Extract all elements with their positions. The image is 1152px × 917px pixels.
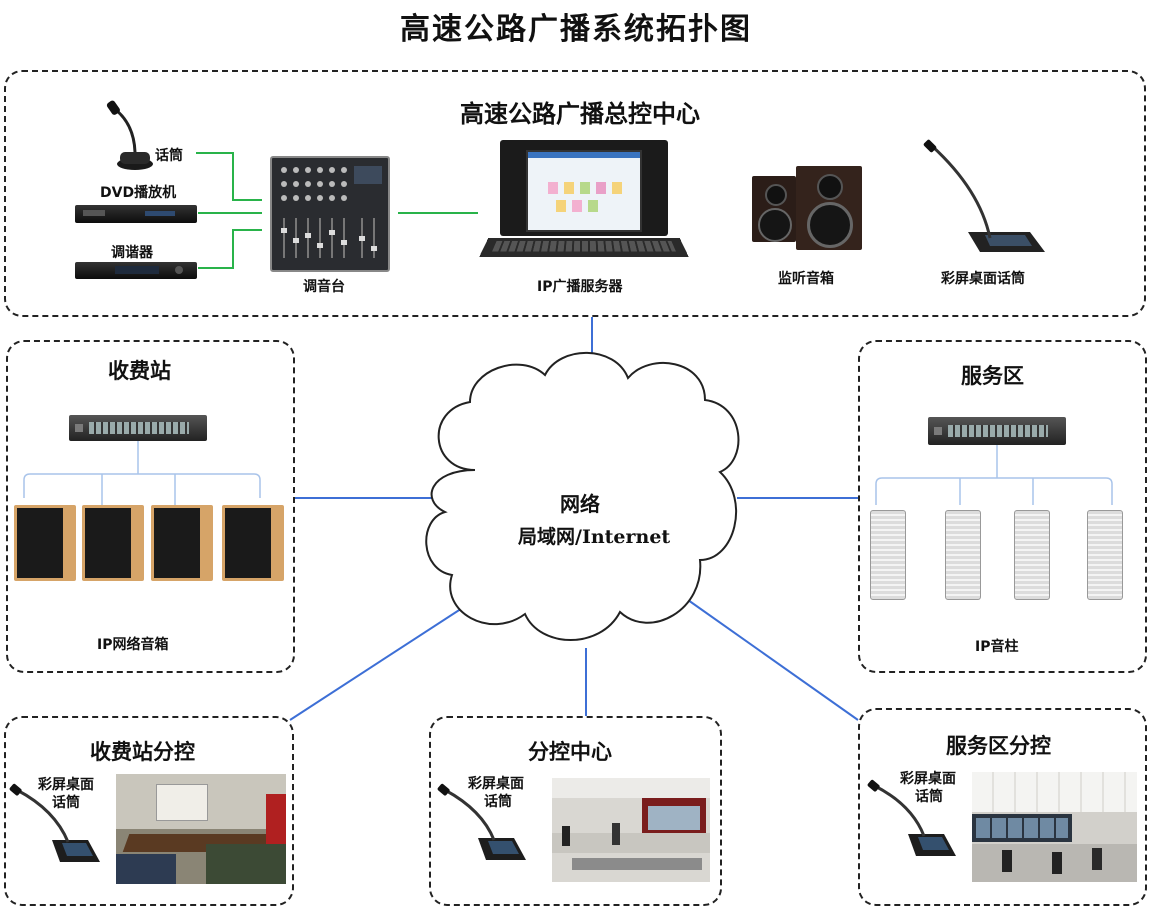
- toll-sub-title: 收费站分控: [90, 740, 195, 764]
- toll-sub-box: [4, 716, 294, 906]
- toll-speakers-label: IP网络音箱: [97, 637, 169, 653]
- network-label: 网络: [560, 492, 600, 516]
- toll-sub-photo: [116, 774, 286, 884]
- toll-tree-lines: [23, 440, 261, 505]
- sub-center-photo: [552, 778, 710, 882]
- server-icon: [479, 140, 689, 260]
- page-title: 高速公路广播系统拓扑图: [400, 12, 752, 47]
- dvd-label: DVD播放机: [100, 185, 177, 201]
- service-sub-box: [858, 708, 1147, 906]
- ip-column-1: [870, 510, 906, 600]
- mixer-icon: [270, 156, 390, 272]
- dvd-player-icon: [75, 205, 197, 223]
- tuner-icon: [75, 262, 197, 279]
- service-sub-mic-label-1: 彩屏桌面: [900, 771, 956, 787]
- service-area-title: 服务区: [961, 364, 1024, 388]
- monitor-label: 监听音箱: [778, 271, 834, 287]
- mic-label: 话筒: [155, 148, 183, 164]
- sub-center-box: [429, 716, 722, 906]
- sub-center-mic-label-2: 话筒: [484, 794, 512, 810]
- tuner-label: 调谐器: [111, 245, 153, 261]
- ip-speaker-3: [151, 505, 213, 581]
- service-sub-title: 服务区分控: [946, 734, 1051, 758]
- toll-station-title: 收费站: [108, 359, 171, 383]
- servicesub-to-cloud-line: [687, 599, 859, 721]
- sub-center-title: 分控中心: [528, 740, 612, 764]
- mixer-label: 调音台: [303, 279, 345, 295]
- ip-speaker-4: [222, 505, 284, 581]
- mic-to-mixer-line: [196, 152, 262, 201]
- network-switch-icon: [69, 415, 207, 441]
- toll-sub-mic-label-2: 话筒: [52, 795, 80, 811]
- desk-mic-label: 彩屏桌面话筒: [941, 271, 1025, 287]
- network-sublabel: 局域网/Internet: [518, 526, 671, 548]
- tuner-to-mixer-line: [198, 229, 262, 269]
- ip-column-4: [1087, 510, 1123, 600]
- sub-center-mic-label-1: 彩屏桌面: [468, 776, 524, 792]
- service-speakers-label: IP音柱: [975, 639, 1019, 655]
- control-center-box: [4, 70, 1146, 317]
- monitor-speakers-icon: [752, 166, 864, 252]
- toll-station-box: [6, 340, 295, 673]
- ip-column-2: [945, 510, 981, 600]
- toll-sub-mic-label-1: 彩屏桌面: [38, 777, 94, 793]
- control-center-title: 高速公路广播总控中心: [460, 100, 700, 128]
- service-tree-lines: [875, 445, 1113, 505]
- network-switch-icon: [928, 417, 1066, 445]
- ip-speaker-1: [14, 505, 76, 581]
- service-sub-mic-label-2: 话筒: [915, 789, 943, 805]
- service-area-box: [858, 340, 1147, 673]
- service-sub-photo: [972, 772, 1137, 882]
- server-label: IP广播服务器: [537, 279, 623, 295]
- ip-speaker-2: [82, 505, 144, 581]
- tollsub-to-cloud-line: [289, 602, 471, 721]
- ip-column-3: [1014, 510, 1050, 600]
